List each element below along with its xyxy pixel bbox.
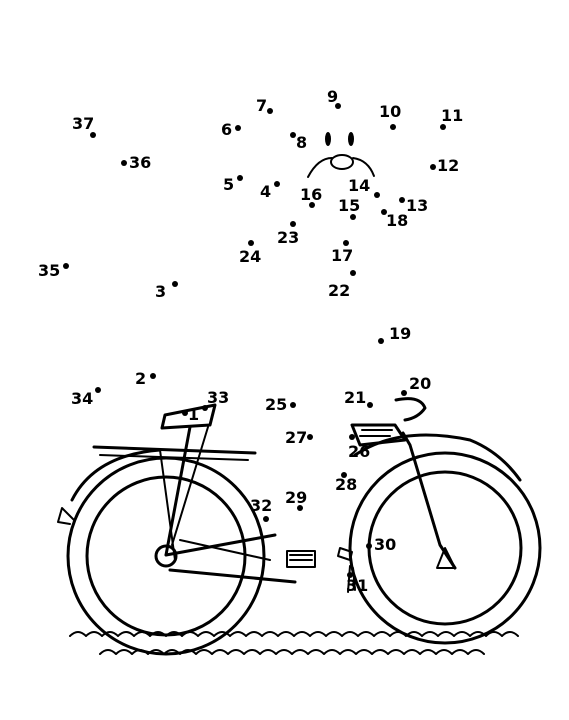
dot-label-13: 13 — [406, 196, 428, 215]
dot-21 — [367, 402, 373, 408]
dot-25 — [290, 402, 296, 408]
dot-label-9: 9 — [327, 87, 338, 106]
dot-label-33: 33 — [207, 388, 229, 407]
dot-35 — [63, 263, 69, 269]
dot-label-12: 12 — [437, 156, 459, 175]
dot-label-8: 8 — [296, 133, 307, 152]
dot-8 — [290, 132, 296, 138]
dot-33 — [202, 405, 208, 411]
chain-marks — [337, 547, 356, 593]
dot-18 — [381, 209, 387, 215]
dot-label-31: 31 — [346, 576, 368, 595]
dot-label-11: 11 — [441, 106, 463, 125]
dot-label-6: 6 — [221, 120, 232, 139]
dot-label-25: 25 — [265, 395, 287, 414]
dot-label-5: 5 — [223, 175, 234, 194]
dot-label-26: 26 — [348, 442, 370, 461]
dot-label-20: 20 — [409, 374, 431, 393]
dot-label-32: 32 — [250, 496, 272, 515]
dot-6 — [235, 125, 241, 131]
dot-3 — [172, 281, 178, 287]
frame — [160, 403, 316, 584]
dot-label-28: 28 — [335, 475, 357, 494]
dot-label-15: 15 — [338, 196, 360, 215]
dot-label-36: 36 — [129, 153, 151, 172]
dot-16 — [309, 202, 315, 208]
dot-label-7: 7 — [256, 96, 267, 115]
dot-label-19: 19 — [389, 324, 411, 343]
dot-4 — [274, 181, 280, 187]
front-fork — [350, 397, 522, 570]
dot-10 — [390, 124, 396, 130]
dot-1 — [182, 410, 188, 416]
dot-14 — [374, 192, 380, 198]
dot-15 — [350, 214, 356, 220]
dot-29 — [297, 505, 303, 511]
dot-label-14: 14 — [348, 176, 370, 195]
dot-7 — [267, 108, 273, 114]
dot-34 — [95, 387, 101, 393]
dot-36 — [121, 160, 127, 166]
dot-30 — [366, 543, 372, 549]
dot-label-37: 37 — [72, 114, 94, 133]
dot-23 — [290, 221, 296, 227]
dot-26 — [349, 434, 355, 440]
dot-label-17: 17 — [331, 246, 353, 265]
dot-label-35: 35 — [38, 261, 60, 280]
rear-rack — [70, 445, 257, 561]
dot-20 — [401, 390, 407, 396]
dot-label-29: 29 — [285, 488, 307, 507]
dot-24 — [248, 240, 254, 246]
dot-5 — [237, 175, 243, 181]
rear-wheel — [57, 456, 266, 656]
dot-label-21: 21 — [344, 388, 366, 407]
face-sketch — [307, 132, 375, 178]
dot-label-2: 2 — [135, 369, 146, 388]
dot-label-3: 3 — [155, 282, 166, 301]
dot-label-34: 34 — [71, 389, 93, 408]
dot-37 — [90, 132, 96, 138]
dot-label-16: 16 — [300, 185, 322, 204]
dot-label-30: 30 — [374, 535, 396, 554]
dot-32 — [263, 516, 269, 522]
dot-label-10: 10 — [379, 102, 401, 121]
ground — [69, 631, 519, 655]
dot-label-4: 4 — [260, 182, 271, 201]
dot-label-1: 1 — [188, 405, 199, 424]
dot-28 — [341, 472, 347, 478]
dot-19 — [378, 338, 384, 344]
dot-9 — [335, 103, 341, 109]
dot-label-24: 24 — [239, 247, 261, 266]
dot-13 — [399, 197, 405, 203]
dot-label-27: 27 — [285, 428, 307, 447]
dot-22 — [350, 270, 356, 276]
dot-label-18: 18 — [386, 211, 408, 230]
dot-2 — [150, 373, 156, 379]
dot-31 — [347, 572, 353, 578]
dot-label-23: 23 — [277, 228, 299, 247]
dot-27 — [307, 434, 313, 440]
dot-11 — [440, 124, 446, 130]
dot-12 — [430, 164, 436, 170]
dot-17 — [343, 240, 349, 246]
dot-label-22: 22 — [328, 281, 350, 300]
